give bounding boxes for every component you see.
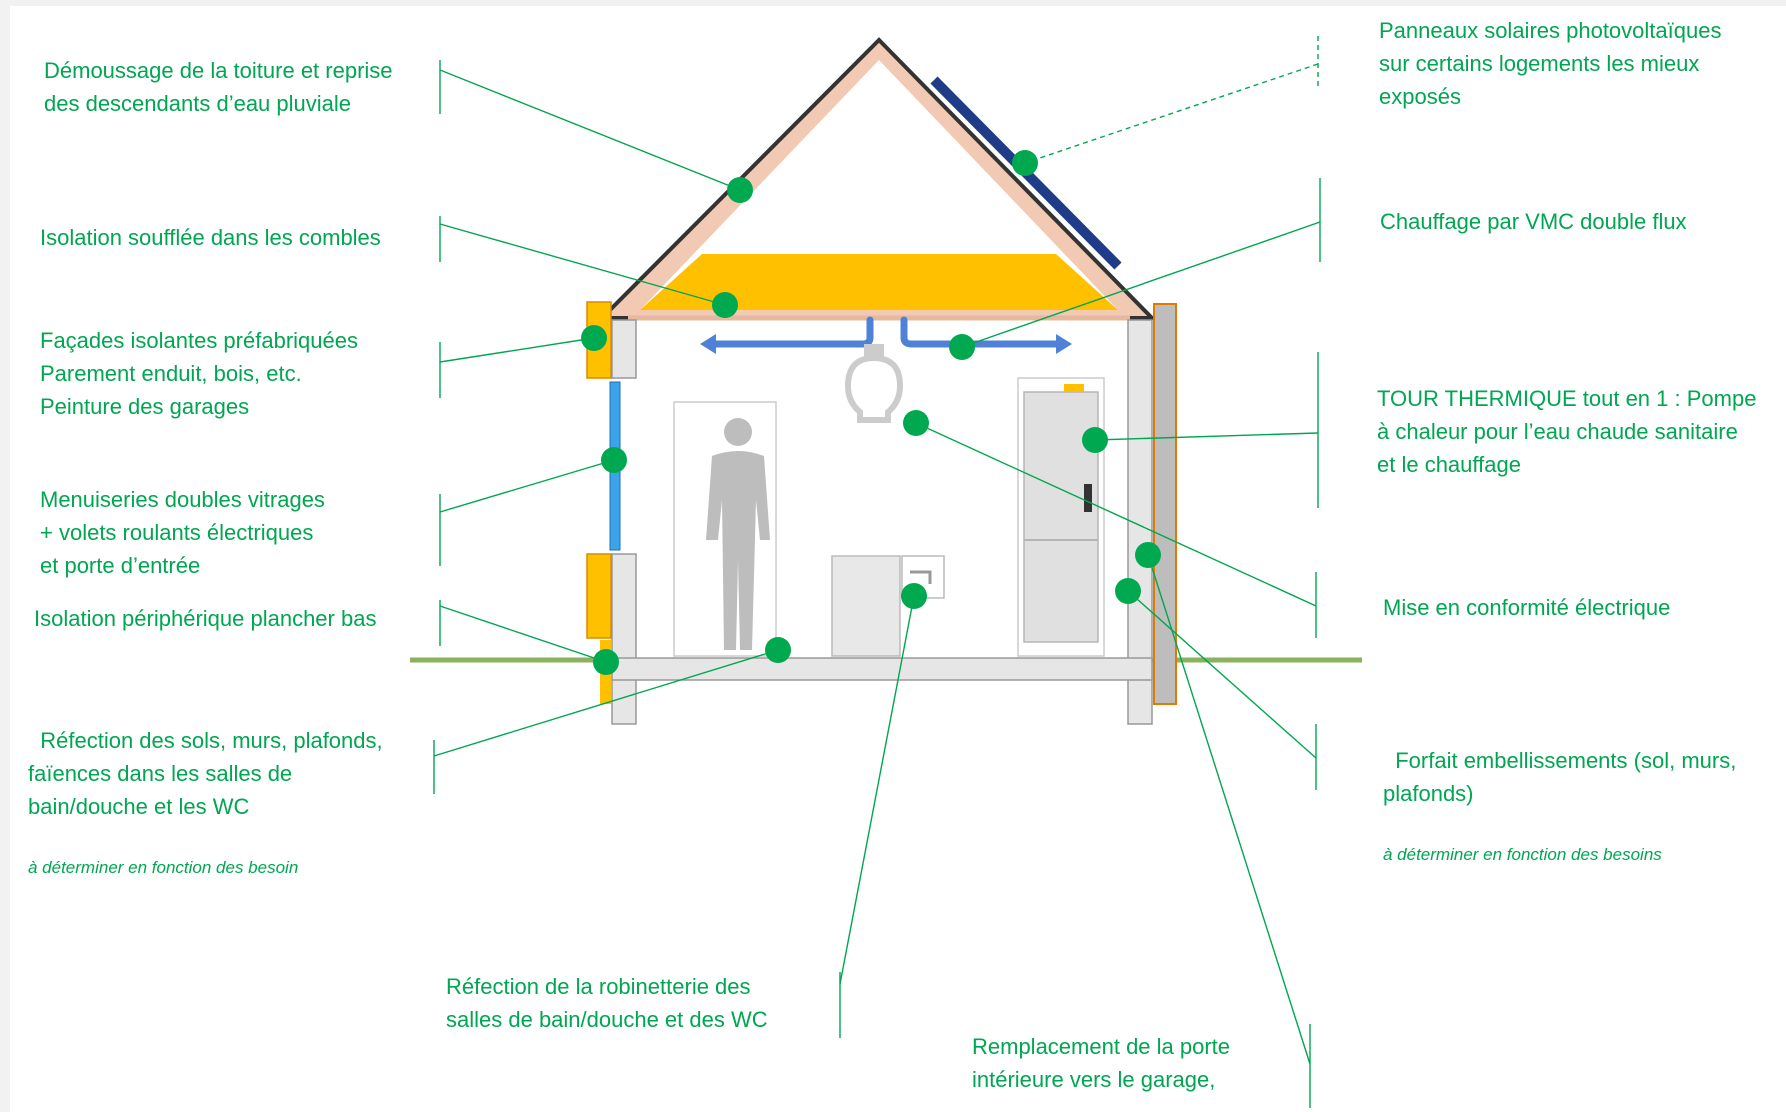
marker-bath-repair: [765, 637, 791, 663]
marker-solar: [1012, 150, 1038, 176]
right-wall: [1127, 319, 1153, 725]
marker-tower: [1082, 427, 1108, 453]
label-facades: Façades isolantes préfabriquées Parement…: [40, 328, 358, 419]
label-solar: Panneaux solaires photovoltaïques sur ce…: [1379, 18, 1722, 109]
leader-solar: [1024, 63, 1319, 164]
attic-insulation: [640, 254, 1118, 310]
heat-pump-unit-icon: [1017, 377, 1105, 657]
leader-tower: [1094, 432, 1319, 441]
label-electrical: Mise en conformité électrique: [1383, 595, 1671, 620]
marker-embellish: [1115, 578, 1141, 604]
leader-floor: [439, 605, 607, 663]
label-bathroom-repair-block: Réfection des sols, murs, plafonds, faïe…: [28, 691, 383, 913]
label-embellishment: Forfait embellissements (sol, murs, plaf…: [1383, 748, 1737, 806]
leader-garage-door: [1147, 554, 1311, 1065]
left-wall-lower: [611, 553, 637, 725]
label-windows: Menuiseries doubles vitrages + volets ro…: [40, 487, 325, 578]
marker-garage-door: [1135, 542, 1161, 568]
label-bathroom-repair: Réfection des sols, murs, plafonds, faïe…: [28, 728, 383, 819]
markers: [581, 150, 1161, 675]
leader-electrical: [915, 422, 1317, 607]
leader-facades: [439, 337, 595, 363]
marker-facades: [581, 325, 607, 351]
leader-bath-repair: [433, 649, 779, 757]
roof-attic-space: [640, 60, 1118, 310]
label-floor-insulation: Isolation périphérique plancher bas: [34, 606, 377, 631]
duct-left-arrow: [700, 334, 716, 354]
left-wall-upper: [611, 319, 637, 379]
leader-roof-moss: [439, 69, 741, 191]
label-vmc: Chauffage par VMC double flux: [1380, 209, 1687, 234]
light-bulb-icon: [844, 344, 904, 423]
leader-windows: [439, 459, 615, 513]
duct-left: [706, 316, 874, 348]
marker-attic: [712, 292, 738, 318]
label-bathroom-repair-note: à déterminer en fonction des besoin: [28, 858, 299, 877]
leader-lines: [433, 36, 1321, 1108]
leader-embellish: [1127, 590, 1317, 759]
marker-roof-moss: [727, 177, 753, 203]
marker-electrical: [903, 410, 929, 436]
label-attic-insulation: Isolation soufflée dans les combles: [40, 225, 381, 250]
label-roof-moss: Démoussage de la toiture et reprise des …: [44, 58, 393, 116]
label-faucets: Réfection de la robinetterie des salles …: [446, 974, 768, 1032]
leader-attic: [439, 223, 726, 306]
bathroom-cabinet: [831, 555, 901, 657]
right-facade-panel: [1153, 303, 1177, 705]
marker-windows: [601, 447, 627, 473]
marker-vmc: [949, 334, 975, 360]
person-silhouette-icon: [673, 401, 777, 657]
marker-faucets: [901, 583, 927, 609]
label-thermal-tower: TOUR THERMIQUE tout en 1 : Pompe à chale…: [1377, 386, 1757, 477]
leader-faucets: [839, 595, 915, 985]
leader-vmc: [961, 221, 1321, 348]
vmc-ducts: [700, 316, 1072, 354]
duct-right-arrow: [1056, 334, 1072, 354]
label-embellishment-note: à déterminer en fonction des besoins: [1383, 845, 1662, 864]
label-embellishment-block: Forfait embellissements (sol, murs, plaf…: [1383, 711, 1736, 900]
marker-floor: [593, 649, 619, 675]
duct-right: [900, 316, 1064, 348]
left-facade-panel-bottom: [586, 553, 612, 639]
label-garage-door: Remplacement de la porte intérieure vers…: [972, 1034, 1231, 1092]
walls: [586, 301, 1177, 725]
